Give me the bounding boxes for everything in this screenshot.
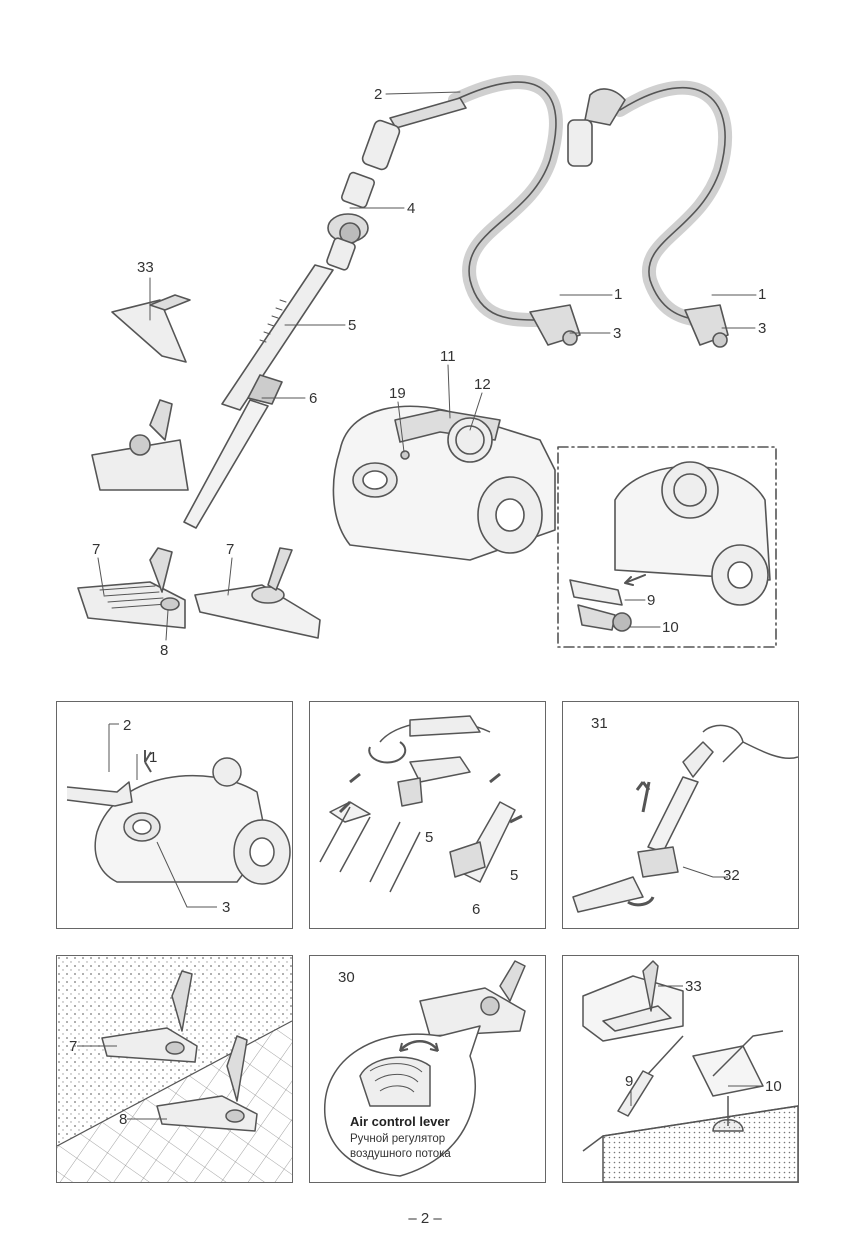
vacuum-body-illustration [333,406,555,560]
label-tube-slider: 6 [309,390,317,407]
label-1: 1 [149,749,157,766]
hose-illustration-left [361,82,580,345]
air-control-caption-en: Air control lever [350,1114,450,1129]
parts-overview-illustration: 2 4 33 5 6 1 3 1 3 7 7 8 11 12 19 9 10 [0,0,850,690]
label-body-indicator: 19 [389,385,406,402]
panel-hose-attach: 2 1 3 [56,701,293,929]
label-3: 3 [222,899,230,916]
turbo-nozzle-illustration [92,400,188,490]
page-number: – 2 – [0,1210,850,1227]
crevice-tool-illustration [112,295,190,362]
label-9: 9 [625,1073,633,1090]
label-hose-release-b: 3 [758,320,766,337]
panel-tube-assembly: 5 5 6 [309,701,546,929]
floor-nozzle-left-illustration [78,548,185,628]
air-control-caption-ru-2: воздушного потока [350,1148,451,1160]
panel-carry-handle: 31 32 [562,701,799,929]
label-hose-release-a: 3 [613,325,621,342]
label-33: 33 [685,978,702,995]
label-hose-connector-a: 1 [614,286,622,303]
panel-tools-use: 33 9 10 [562,955,799,1183]
label-6: 6 [472,901,480,918]
panel-number: 30 [338,969,355,986]
hose-illustration-right [568,88,728,347]
label-inset-tool-b: 10 [662,619,679,636]
label-floor-nozzle-b: 7 [226,541,234,558]
label-crevice-tool: 33 [137,259,154,276]
pipe-joint-illustration [326,171,375,270]
panel-number: 31 [591,715,608,732]
label-body-top: 11 [440,348,456,365]
label-7: 7 [69,1038,77,1055]
label-body-dial: 12 [474,376,491,393]
label-nozzle-pedal: 8 [160,642,168,659]
label-pipe-joint: 4 [407,200,415,217]
panel-air-control: 30 Air control lever Ручной регулятор во… [309,955,546,1183]
label-inset-tool-a: 9 [647,592,655,609]
label-32: 32 [723,867,740,884]
label-hose-handle: 2 [374,86,382,103]
label-floor-nozzle-a: 7 [92,541,100,558]
label-telescopic-tube: 5 [348,317,356,334]
storage-inset-illustration [558,447,776,647]
label-2: 2 [123,717,131,734]
panel-floor-nozzle: 7 8 [56,955,293,1183]
floor-nozzle-right-illustration [195,548,320,638]
label-5-upper: 5 [425,829,433,846]
label-hose-connector-b: 1 [758,286,766,303]
label-5-lower: 5 [510,867,518,884]
label-10: 10 [765,1078,782,1095]
label-8: 8 [119,1111,127,1128]
air-control-caption-ru-1: Ручной регулятор [350,1133,445,1145]
